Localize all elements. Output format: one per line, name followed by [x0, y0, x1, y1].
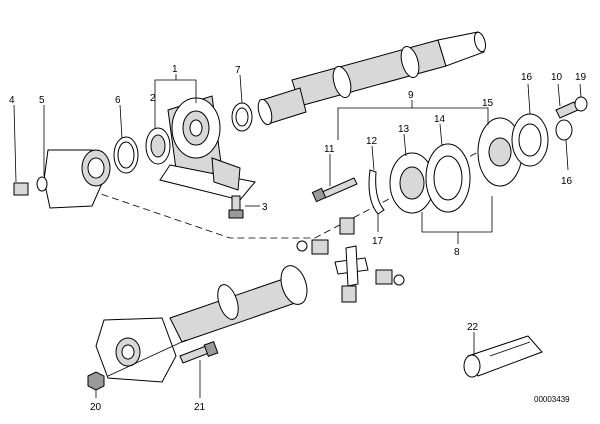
collar-nut [13, 176, 48, 196]
callout-13: 13 [398, 124, 410, 135]
centering-bolt [311, 177, 358, 203]
callout-1: 1 [172, 64, 178, 75]
grease-tube [463, 335, 543, 378]
leader-lines [13, 74, 582, 398]
callout-7: 7 [235, 65, 241, 76]
dust-ring [113, 136, 139, 174]
callout-14: 14 [434, 114, 446, 125]
universal-joint-cross [296, 217, 405, 303]
callout-21: 21 [194, 402, 206, 413]
center-support-bearing [159, 95, 256, 201]
callout-labels: 1 2 3 4 5 6 7 8 9 10 11 12 13 14 15 16 1… [9, 64, 587, 413]
callout-4: 4 [9, 95, 15, 106]
callout-5: 5 [39, 95, 45, 106]
self-locking-nut [87, 371, 105, 391]
callout-3: 3 [262, 202, 268, 213]
callout-22: 22 [467, 322, 479, 333]
ball-bearing [145, 127, 171, 165]
callout-2: 2 [150, 93, 156, 104]
callout-20: 20 [90, 402, 102, 413]
callout-10: 10 [551, 72, 563, 83]
callout-19: 19 [575, 72, 587, 83]
hex-bolt [228, 195, 244, 219]
shaft-bolt [179, 341, 219, 364]
group-brackets [154, 74, 493, 244]
callout-15: 15 [482, 98, 494, 109]
callout-17: 17 [372, 236, 384, 247]
sealing-ring [231, 102, 253, 132]
front-output-shaft [257, 31, 487, 126]
retaining-clip [368, 169, 385, 215]
reference-number: 00003439 [534, 395, 570, 404]
callout-8: 8 [454, 247, 460, 258]
rear-propeller-shaft [95, 265, 308, 383]
callout-11: 11 [324, 144, 335, 155]
callout-9: 9 [408, 90, 414, 101]
guibo-flex-disc-assembly [389, 113, 549, 214]
callout-6: 6 [115, 95, 121, 106]
callout-16b: 16 [561, 176, 573, 187]
flange-yoke [43, 149, 111, 209]
centering-sleeve [555, 96, 588, 141]
callout-12: 12 [366, 136, 378, 147]
callout-16: 16 [521, 72, 533, 83]
